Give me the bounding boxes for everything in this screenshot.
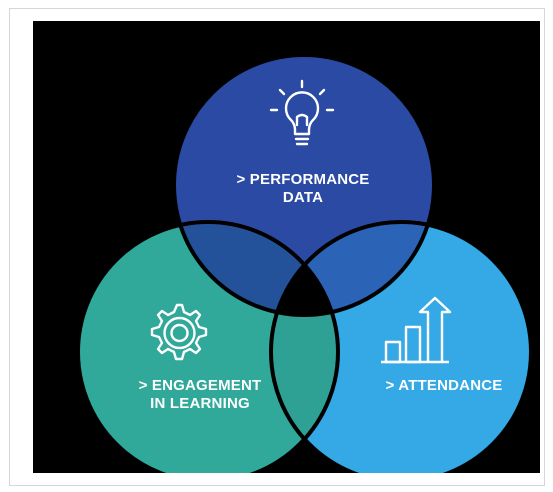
attendance-label-line1: > ATTENDANCE	[385, 377, 503, 394]
performance-label-line2: DATA	[282, 189, 324, 206]
engagement-label: > ENGAGEMENT IN LEARNING	[115, 377, 285, 413]
performance-label-line1: > PERFORMANCE	[236, 171, 370, 188]
engagement-label-line2: IN LEARNING	[150, 395, 250, 412]
overlap-performance-attendance	[271, 222, 434, 315]
lightbulb-icon	[269, 79, 335, 146]
bar-chart-arrow-icon	[381, 296, 452, 364]
engagement-label-line1: > ENGAGEMENT	[138, 377, 262, 394]
engagement-outline	[76, 220, 340, 473]
performance-data-label: > PERFORMANCE DATA	[213, 171, 393, 207]
gear-icon	[150, 303, 208, 361]
venn-diagram-canvas: > PERFORMANCE DATA > ENGAGEMENT IN LEARN…	[33, 21, 540, 473]
performance-outline	[172, 53, 436, 317]
attendance-outline	[269, 220, 533, 473]
attendance-label: > ATTENDANCE	[369, 377, 519, 395]
venn-diagram	[76, 53, 533, 473]
overlap-performance-engagement	[174, 222, 338, 315]
